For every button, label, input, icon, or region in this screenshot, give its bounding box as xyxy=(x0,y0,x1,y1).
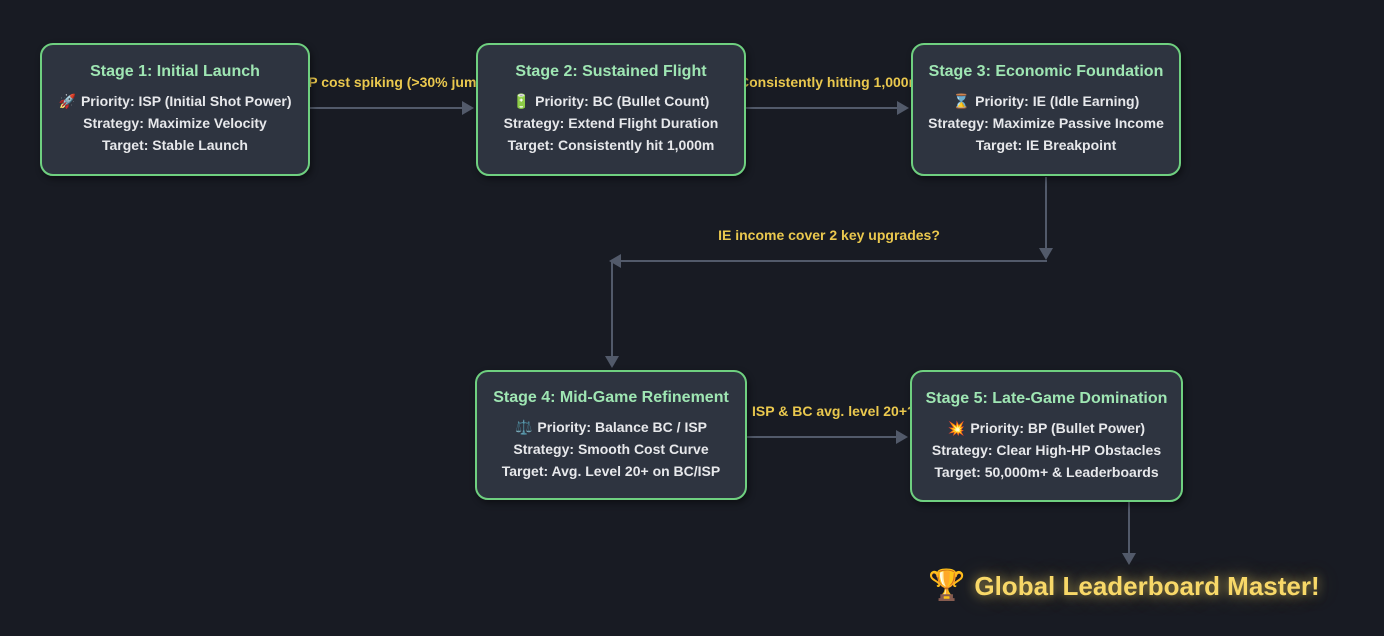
edge-1-label: ISP cost spiking (>30% jump xyxy=(295,74,485,90)
stage-3-strategy: Strategy: Maximize Passive Income xyxy=(928,115,1164,131)
stage-2-priority: 🔋Priority: BC (Bullet Count) xyxy=(512,93,710,109)
edge-2-arrowhead-icon xyxy=(897,101,909,115)
stage-2-title: Stage 2: Sustained Flight xyxy=(515,63,707,80)
hourglass-icon: ⌛ xyxy=(952,93,971,109)
collision-icon: 💥 xyxy=(947,419,966,436)
stage-4-strategy: Strategy: Smooth Cost Curve xyxy=(513,440,709,457)
edge-2-label: Consistently hitting 1,000m xyxy=(739,74,922,90)
edge-4-label: ISP & BC avg. level 20+? xyxy=(752,403,916,419)
stage-5-title: Stage 5: Late-Game Domination xyxy=(925,389,1168,407)
stage-1-target: Target: Stable Launch xyxy=(102,137,248,153)
edge-3-line-down-2 xyxy=(611,261,613,357)
edge-4-line xyxy=(747,436,897,438)
stage-2-node: Stage 2: Sustained Flight 🔋Priority: BC … xyxy=(476,43,746,176)
edge-1-arrowhead-icon xyxy=(462,101,474,115)
stage-1-node: Stage 1: Initial Launch 🚀Priority: ISP (… xyxy=(40,43,310,176)
scales-icon: ⚖️ xyxy=(514,418,533,435)
stage-5-strategy: Strategy: Clear High-HP Obstacles xyxy=(931,441,1162,458)
trophy-icon: 🏆 xyxy=(928,569,966,602)
final-goal-label: Global Leaderboard Master! xyxy=(974,570,1320,601)
stage-1-strategy: Strategy: Maximize Velocity xyxy=(83,115,267,131)
stage-4-node: Stage 4: Mid-Game Refinement ⚖️Priority:… xyxy=(475,370,747,500)
final-goal: 🏆 Global Leaderboard Master! xyxy=(928,567,1320,605)
edge-1-line xyxy=(310,107,462,109)
edge-3-arrowhead-down-icon xyxy=(1039,248,1053,260)
stage-3-title: Stage 3: Economic Foundation xyxy=(928,63,1164,80)
stage-4-title: Stage 4: Mid-Game Refinement xyxy=(493,388,729,406)
stage-3-node: Stage 3: Economic Foundation ⌛Priority: … xyxy=(911,43,1181,176)
edge-4-arrowhead-icon xyxy=(896,430,908,444)
stage-4-priority: ⚖️Priority: Balance BC / ISP xyxy=(514,418,708,435)
rocket-icon: 🚀 xyxy=(58,93,76,109)
stage-4-target: Target: Avg. Level 20+ on BC/ISP xyxy=(501,462,721,479)
stage-2-strategy: Strategy: Extend Flight Duration xyxy=(503,115,719,131)
edge-3-line-horizontal xyxy=(620,260,1047,262)
edge-3-arrowhead-down-2-icon xyxy=(605,356,619,368)
stage-2-target: Target: Consistently hit 1,000m xyxy=(507,137,715,153)
stage-5-priority: 💥Priority: BP (Bullet Power) xyxy=(947,419,1146,436)
edge-3-label: IE income cover 2 key upgrades? xyxy=(718,227,940,243)
edge-2-line xyxy=(746,107,897,109)
stage-3-target: Target: IE Breakpoint xyxy=(975,137,1117,153)
stage-5-node: Stage 5: Late-Game Domination 💥Priority:… xyxy=(910,370,1183,502)
stage-1-priority: 🚀Priority: ISP (Initial Shot Power) xyxy=(58,93,292,109)
stage-3-priority: ⌛Priority: IE (Idle Earning) xyxy=(952,93,1140,109)
stage-5-target: Target: 50,000m+ & Leaderboards xyxy=(934,463,1159,480)
edge-5-arrowhead-icon xyxy=(1122,553,1136,565)
edge-3-line-down xyxy=(1045,177,1047,249)
stage-1-title: Stage 1: Initial Launch xyxy=(90,63,260,80)
battery-icon: 🔋 xyxy=(512,93,531,109)
edge-5-line xyxy=(1128,502,1130,554)
